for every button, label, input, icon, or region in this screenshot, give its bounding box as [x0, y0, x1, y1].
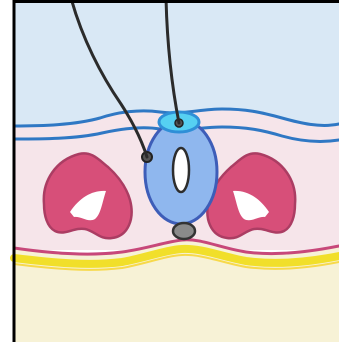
capsule-slit — [173, 148, 189, 192]
node-icon — [173, 223, 195, 239]
